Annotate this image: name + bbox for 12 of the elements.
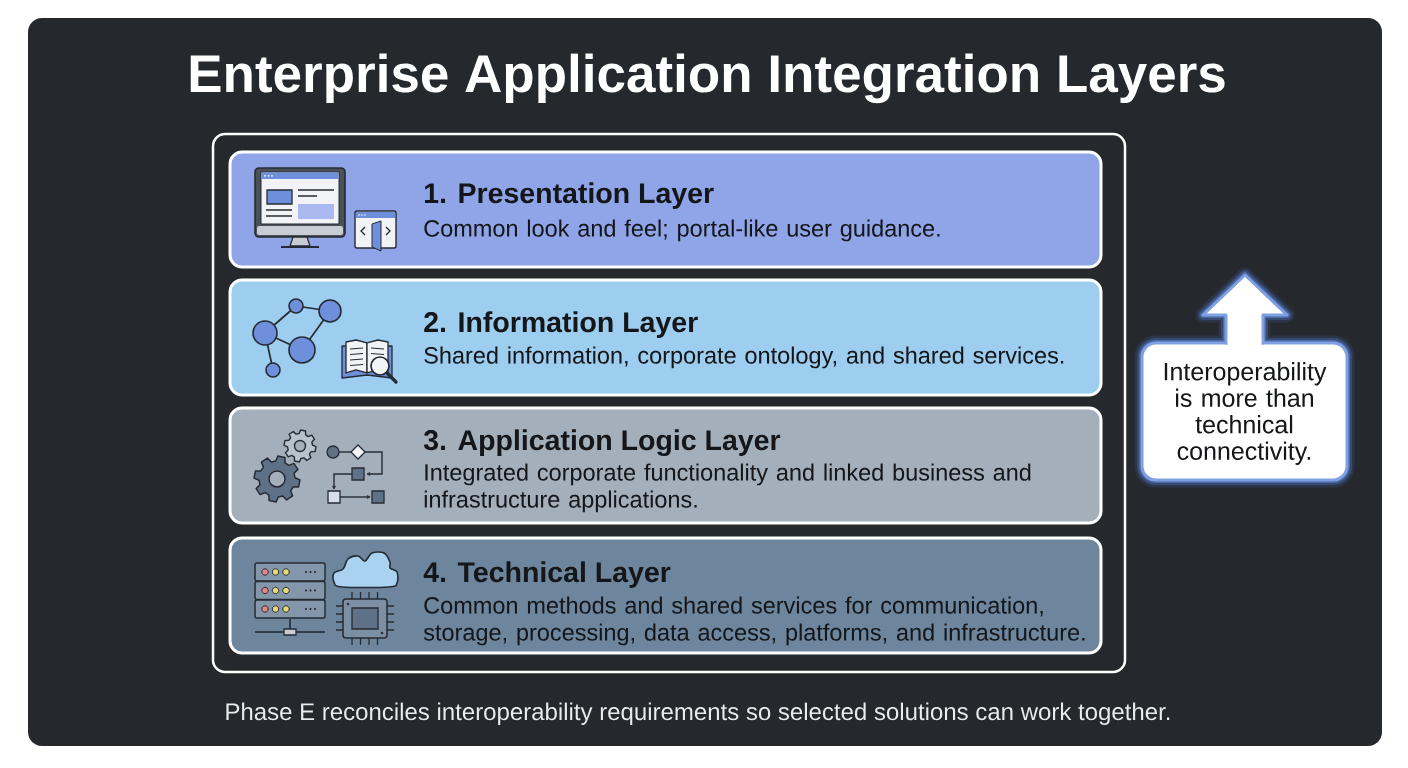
layer-description: Integrated corporate functionality and linked business and infrastructure applications. [424,463,1031,513]
title: Enterprise Application Integration Layers [190,53,1225,104]
layer-title: 4. Technical Layer [423,561,671,588]
layer-title: 2. Information Layer [424,311,698,338]
container-box [211,132,1127,674]
layer-title: 3. Application Logic Layer [423,429,781,457]
layer-title: 1. Presentation Layer [425,182,714,209]
caption: Phase E reconciles interoperability requirements so selected solutions can work together. [226,702,1170,725]
layer-description: Shared information, corporate ontology, and shared services. [424,346,1064,369]
layer-description: Common look and feel; portal-like user guidance. [424,219,940,242]
layer-description: Common methods and shared services for communication, storage, processing, data access, platforms, and infrastructure. [423,596,1085,646]
arrow-callout: Interoperability is more than technical connectivity. [1134,267,1355,488]
